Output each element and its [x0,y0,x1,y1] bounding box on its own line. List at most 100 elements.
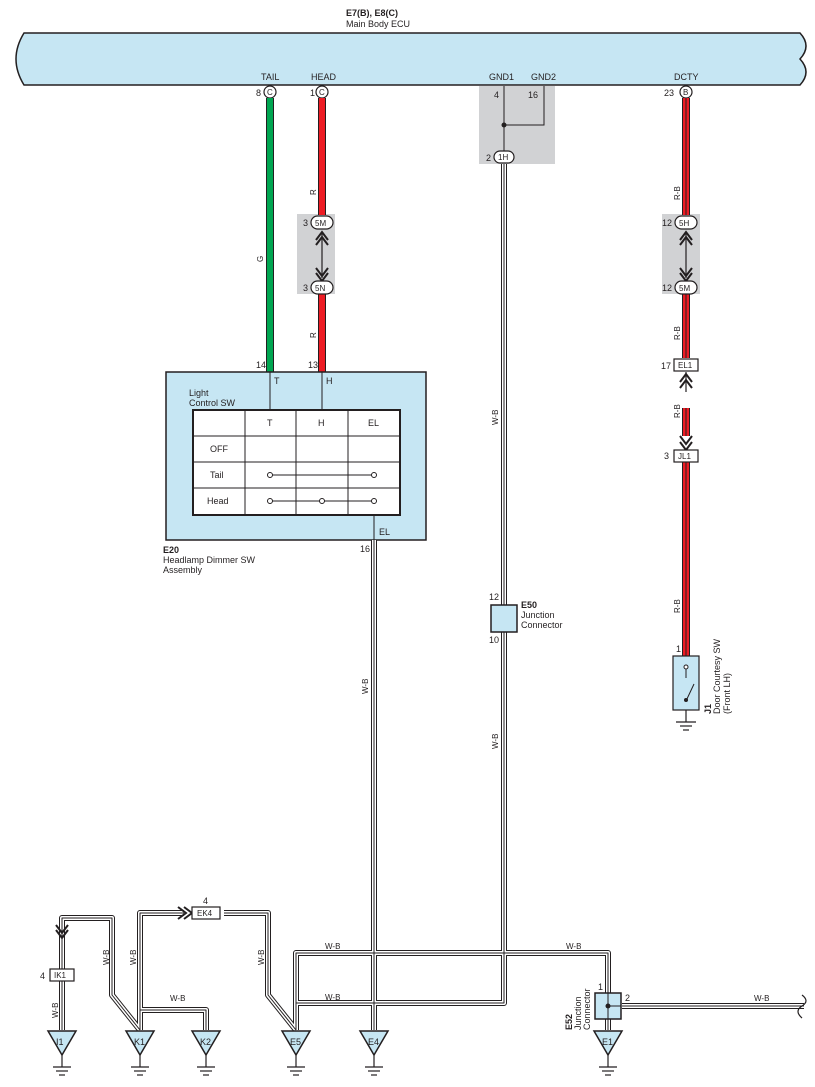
ground-i1: I1 [46,1030,78,1076]
e52-pin-2: 2 [625,993,630,1003]
wire-color-gnd-2: W-B [361,679,370,694]
ground-label-k1: K1 [134,1037,145,1047]
conn-5n-label: 5N [315,284,325,293]
wire-color-gnd-4: W-B [102,950,111,965]
switch-pin-t: 14 [256,360,266,370]
conn-ek4-pin: 4 [203,896,208,906]
pin-label-gnd1: GND1 [489,72,514,82]
pin-label-tail: TAIL [261,72,279,82]
e50-pin-top: 12 [489,592,499,602]
pin-label-gnd2: GND2 [531,72,556,82]
e50-code: E50 [521,600,537,610]
conn-5m-dcty-label: 5M [679,284,690,293]
wire-color-head-lower: R [309,332,318,338]
headlamp-dimmer-switch: 14 13 T H Light Control SW T H EL OFF Ta… [163,360,427,575]
pin-label-dcty: DCTY [674,72,699,82]
wire-color-gnd-7: W-B [51,1003,60,1018]
ground-e5: E5 [280,1030,312,1076]
connector-5m-dcty [674,280,698,295]
wire-color-gnd-10: W-B [325,993,340,1002]
switch-sub-line2: Control SW [189,398,236,408]
ground-e1: E1 [592,1030,624,1076]
ground-label-k2: K2 [200,1037,211,1047]
switch-code: E20 [163,545,179,555]
main-body-ecu: E7(B), E8(C) Main Body ECU [15,8,807,86]
switch-name-line2: Assembly [163,565,203,575]
e50-pin-bottom: 10 [489,635,499,645]
junction-connector-e50: 12 10 E50 Junction Connector [489,592,563,645]
table-row-head: Head [207,496,229,506]
wire-color-dcty-1: R-B [673,186,682,200]
pin-num-dcty: 23 [664,88,674,98]
door-courtesy-switch: 1 J1 Door Courtesy SW (Front LH) [672,638,732,731]
wire-color-dcty-2: R-B [673,326,682,340]
table-header-el: EL [368,418,379,428]
connector-5m-head [310,215,334,230]
switch-term-t: T [274,376,280,386]
conn-el1-pin: 17 [661,361,671,371]
conn-5m-dcty-pin: 12 [662,283,672,293]
pin-num-head: 1 [310,88,315,98]
conn-ek4-label: EK4 [197,909,213,918]
connector-ik1 [49,968,75,982]
pin-conn-dcty: B [683,88,688,97]
connector-jl1 [673,449,699,463]
pin-num-1h: 2 [486,153,491,163]
wire-color-gnd-9: W-B [325,942,340,951]
e50-line2: Connector [521,620,563,630]
junction-connector-e52: 1 2 E52 Junction Connector [564,982,630,1030]
wire-color-gnd-3: W-B [491,734,500,749]
wire-color-head-upper: R [309,189,318,195]
ground-label-e4: E4 [368,1037,379,1047]
ecu-name: Main Body ECU [346,19,410,29]
switch-term-el: EL [379,527,390,537]
switch-name-line1: Headlamp Dimmer SW [163,555,256,565]
switch-pin-h: 13 [308,360,318,370]
wire-color-gnd-5: W-B [129,950,138,965]
e52-line1: Junction [573,996,583,1030]
table-header-h: H [318,418,325,428]
wire-color-tail: G [256,256,265,262]
door-sw-line2: (Front LH) [722,673,732,714]
conn-5m-label: 5M [315,219,326,228]
wire-color-gnd-11: W-B [566,942,581,951]
conn-5n-pin: 3 [303,283,308,293]
conn-ik1-pin: 4 [40,971,45,981]
connector-1h-label: 1H [498,153,508,162]
wire-color-gnd-12: W-B [754,994,769,1003]
door-sw-code: J1 [703,704,713,714]
ground-k1: K1 [124,1030,156,1076]
connector-ek4 [191,906,221,920]
ground-label-i1: I1 [56,1037,64,1047]
connector-1h [493,150,515,164]
conn-jl1-pin: 3 [664,451,669,461]
conn-ik1-label: IK1 [54,971,67,980]
wire-color-dcty-4: R-B [673,599,682,613]
ecu-title: E7(B), E8(C) [346,8,398,18]
conn-5h-label: 5H [679,219,689,228]
switch-term-h: H [326,376,333,386]
pin-label-head: HEAD [311,72,337,82]
e52-line2: Connector [582,988,592,1030]
connector-el1 [673,358,699,372]
conn-5h-pin: 12 [662,218,672,228]
ground-k2: K2 [190,1030,222,1076]
door-sw-pin: 1 [676,644,681,654]
pin-num-gnd1: 4 [494,90,499,100]
pin-num-tail: 8 [256,88,261,98]
table-header-t: T [267,418,273,428]
ground-e4: E4 [358,1030,390,1076]
table-row-tail: Tail [210,470,224,480]
ground-label-e1: E1 [602,1037,613,1047]
connector-5n-head [310,280,334,295]
conn-el1-label: EL1 [678,361,693,370]
wire-color-gnd-6: W-B [257,950,266,965]
pin-conn-tail: C [267,88,273,97]
e52-pin-1: 1 [598,982,603,992]
conn-jl1-label: JL1 [678,452,691,461]
switch-sub-line1: Light [189,388,209,398]
wire-color-gnd-8: W-B [170,994,185,1003]
ground-points: I1 K1 K2 E5 E4 E1 [46,1030,624,1076]
wire-color-gnd-1: W-B [491,410,500,425]
